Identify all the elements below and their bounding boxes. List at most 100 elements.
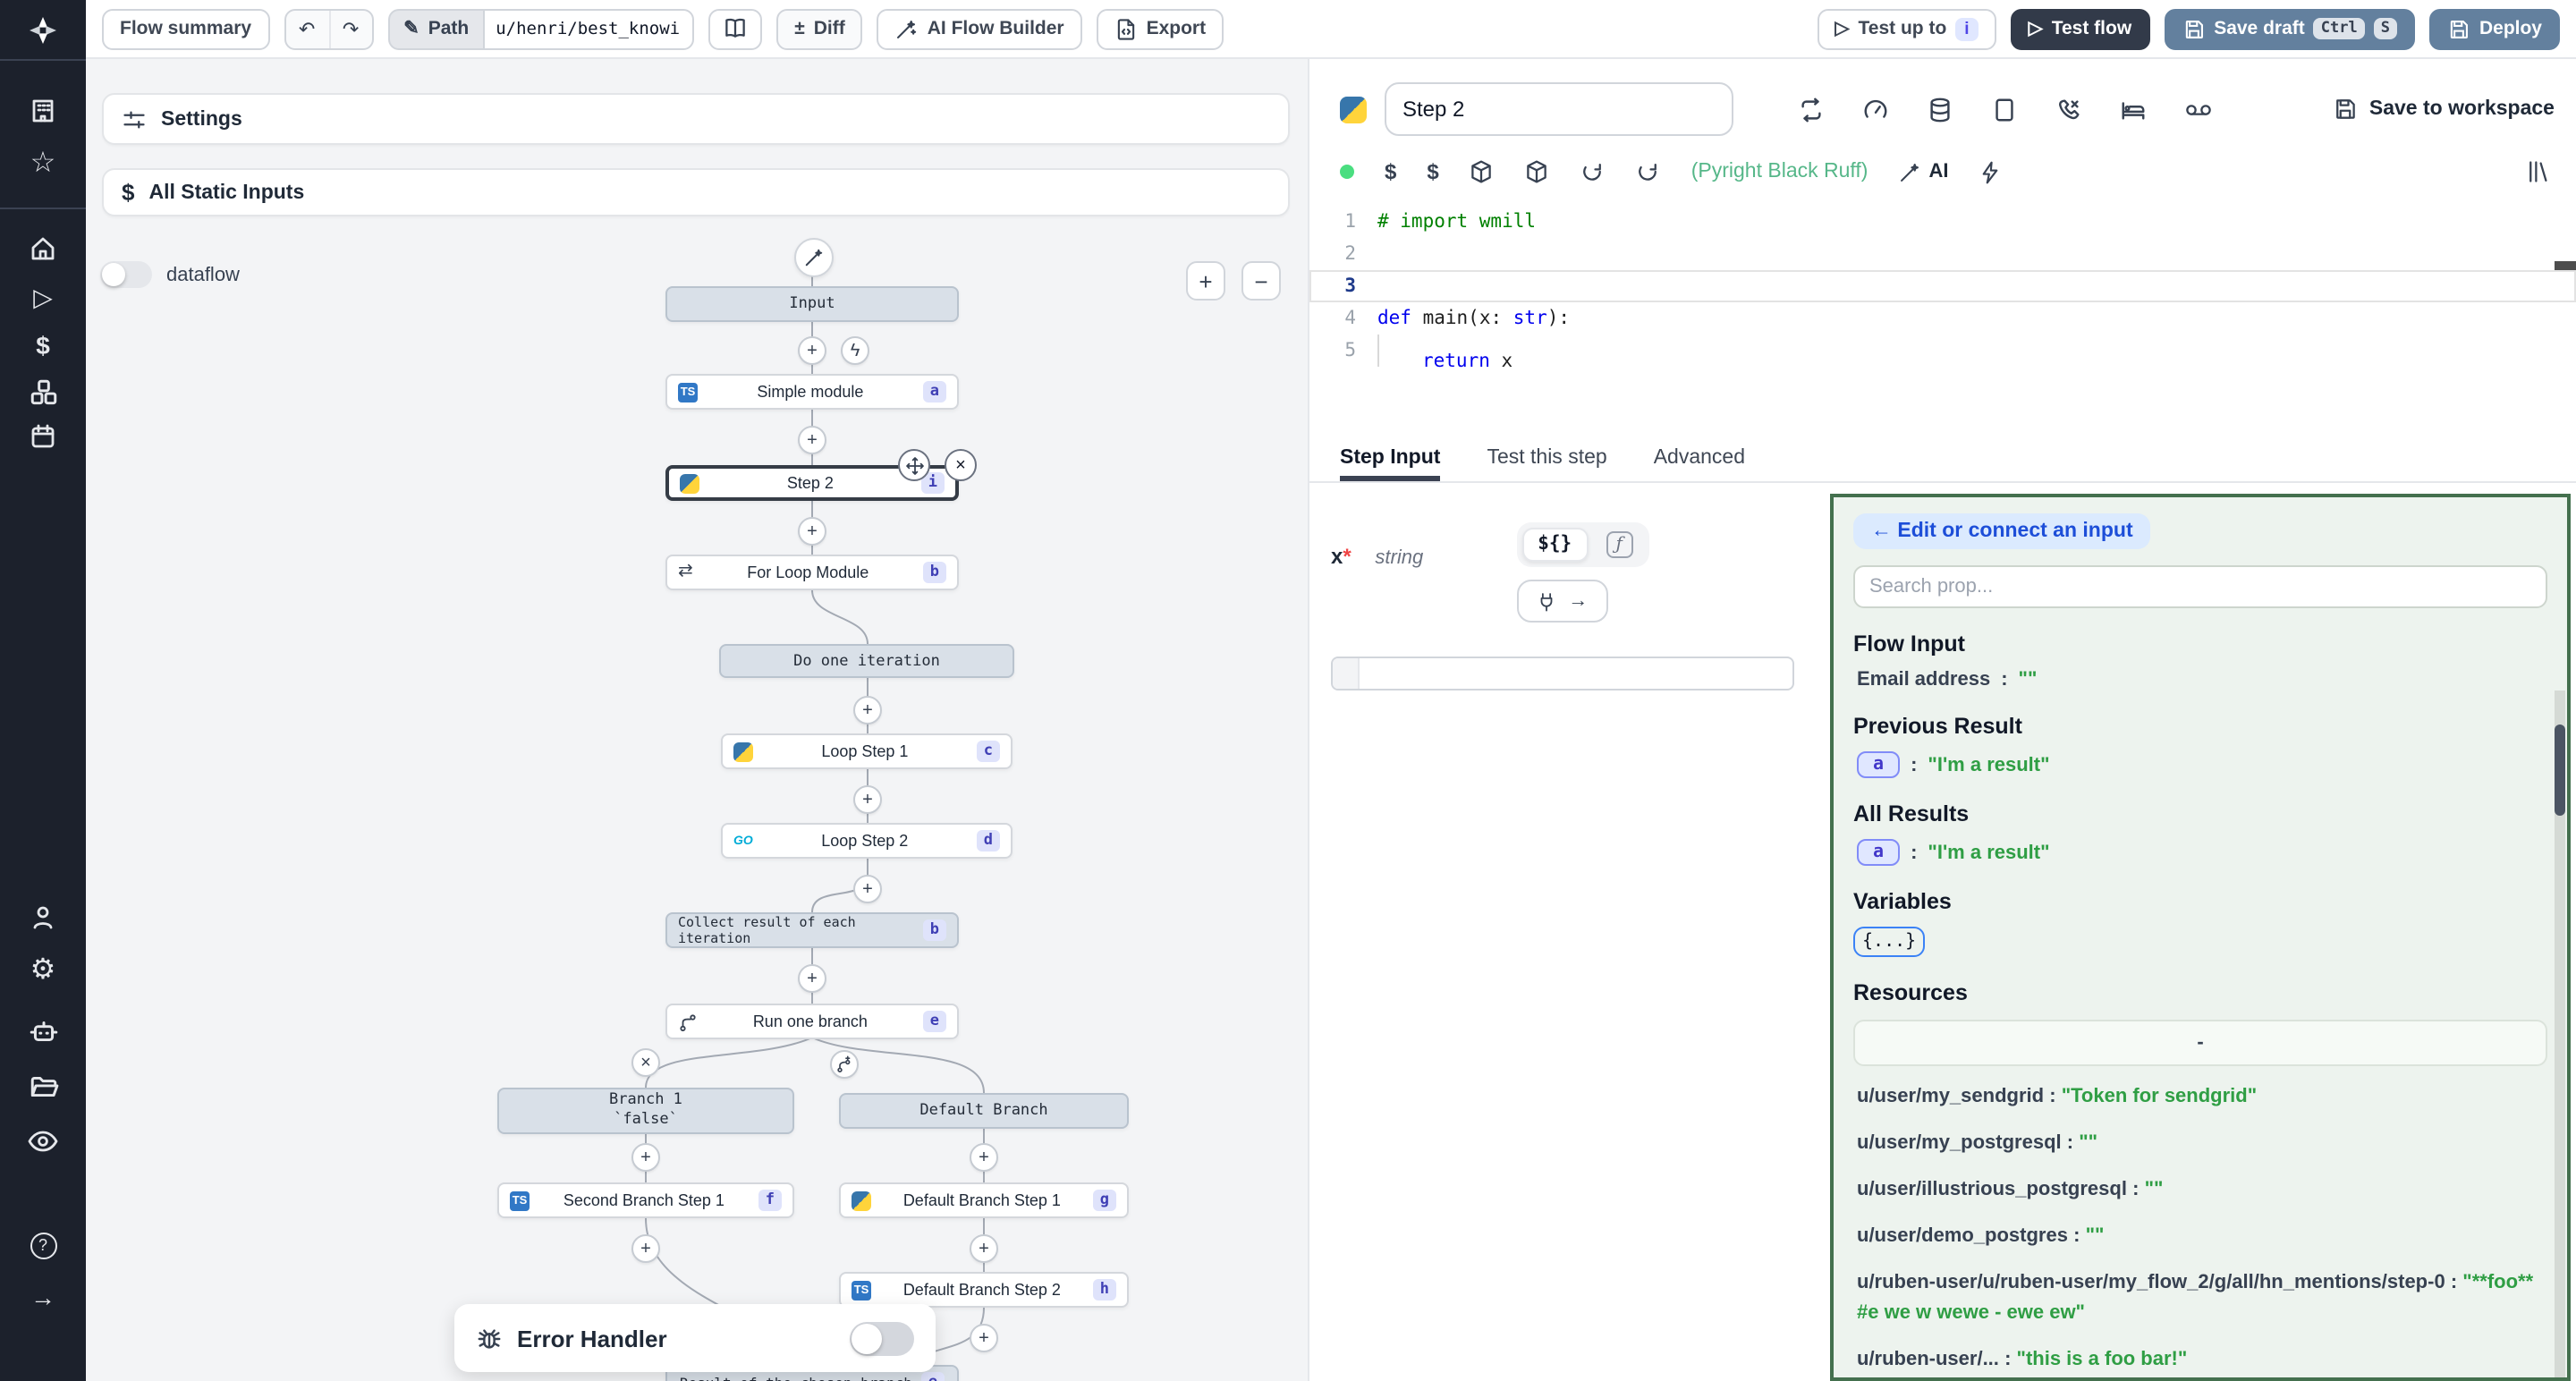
flow-node-loop-step-1[interactable]: Loop Step 1 c [721, 733, 1013, 769]
add-step-button[interactable]: + [631, 1143, 660, 1172]
docs-book-button[interactable] [708, 8, 763, 49]
path-label[interactable]: ✎ Path [387, 8, 484, 49]
code-editor[interactable]: 1 # import wmill 2 3 4 def main(x: str): [1309, 199, 2576, 433]
fn-mode-button[interactable]: ƒ [1595, 528, 1643, 562]
folders-folder-icon[interactable] [0, 1072, 86, 1102]
flow-node-loop-step-2[interactable]: GO Loop Step 2 d [721, 823, 1013, 859]
audit-eye-icon[interactable] [0, 1127, 86, 1156]
add-branch-button[interactable] [830, 1050, 859, 1079]
tab-test-this-step[interactable]: Test this step [1487, 446, 1607, 468]
workers-robot-icon[interactable] [0, 1016, 86, 1046]
remove-branch-button[interactable]: × [631, 1048, 660, 1077]
add-step-button[interactable]: + [970, 1143, 998, 1172]
add-step-button[interactable]: + [798, 964, 826, 993]
tab-step-input[interactable]: Step Input [1340, 433, 1440, 481]
resource-row[interactable]: u/user/demo_postgres : "" [1857, 1225, 2105, 1248]
help-icon[interactable]: ? [0, 1233, 86, 1259]
package-icon[interactable] [1470, 159, 1495, 184]
export-button[interactable]: Export [1096, 8, 1224, 49]
voicemail-suspend-icon[interactable] [2184, 97, 2213, 121]
settings-bar[interactable]: Settings [102, 93, 1290, 145]
resource-row[interactable]: u/user/illustrious_postgresql : "" [1857, 1179, 2164, 1201]
trigger-lightning-button[interactable]: ϟ [841, 336, 869, 365]
previous-result-row[interactable]: a : "I'm a result" [1853, 751, 2547, 778]
connect-input-button[interactable]: → [1516, 580, 1608, 623]
flow-node-do-one-iteration[interactable]: Do one iteration [719, 644, 1014, 678]
all-results-row[interactable]: a : "I'm a result" [1853, 839, 2547, 866]
retry-icon[interactable] [1798, 96, 1825, 123]
save-to-workspace-button[interactable]: Save to workspace [2334, 97, 2555, 122]
flow-node-run-one-branch[interactable]: Run one branch e [665, 1004, 959, 1039]
dataflow-toggle[interactable] [100, 261, 152, 288]
add-step-button[interactable]: + [798, 336, 826, 365]
add-step-button[interactable]: + [970, 1234, 998, 1263]
add-step-button[interactable]: + [853, 875, 882, 903]
variables-object-badge[interactable]: {...} [1853, 927, 1926, 957]
user-person-icon[interactable] [0, 903, 86, 932]
add-step-button[interactable]: + [798, 517, 826, 546]
zoom-in-button[interactable]: + [1186, 261, 1225, 301]
settings-gear-icon[interactable]: ⚙ [30, 955, 56, 986]
windmill-logo-icon[interactable] [0, 13, 86, 48]
package-icon[interactable] [1525, 159, 1550, 184]
flow-node-for-loop[interactable]: ⇄ For Loop Module b [665, 555, 959, 590]
flow-input-row[interactable]: Email address : "" [1857, 669, 2038, 690]
database-cache-icon[interactable] [1927, 96, 1953, 123]
diff-button[interactable]: ± Diff [776, 8, 863, 49]
resource-row[interactable]: u/ruben-user/... : "this is a foo bar!" [1857, 1349, 2188, 1371]
sleep-bed-icon[interactable] [2120, 96, 2147, 123]
flow-graph-canvas[interactable]: Input + ϟ TS Simple module a + Step 2 i [86, 59, 1308, 1381]
delete-step-button[interactable]: × [945, 449, 977, 481]
deploy-button[interactable]: Deploy [2428, 8, 2560, 49]
template-mode-button[interactable]: ${} [1521, 528, 1589, 562]
variables-dollar-icon[interactable]: $ [1385, 159, 1397, 184]
flow-node-branch-1[interactable]: Branch 1 `false` [497, 1088, 794, 1134]
add-step-button[interactable]: + [853, 696, 882, 724]
expand-sidebar-arrow-icon[interactable]: → [30, 1283, 55, 1311]
flow-node-simple-module[interactable]: TS Simple module a [665, 374, 959, 410]
variables-dollar-icon[interactable]: $ [36, 331, 50, 360]
test-up-to-button[interactable]: ▷ Test up to i [1817, 8, 1996, 49]
mock-square-icon[interactable] [1991, 96, 2018, 123]
flow-node-second-branch-step-1[interactable]: TS Second Branch Step 1 f [497, 1182, 794, 1218]
search-prop-input[interactable] [1853, 565, 2547, 608]
path-input[interactable] [483, 8, 695, 49]
assistants-status[interactable]: (Pyright Black Ruff) [1690, 161, 1868, 182]
flow-node-default-branch[interactable]: Default Branch [839, 1093, 1129, 1129]
edit-or-connect-button[interactable]: ← Edit or connect an input [1853, 513, 2151, 549]
resource-row[interactable]: u/ruben-user/u/ruben-user/my_flow_2/g/al… [1857, 1272, 2534, 1325]
add-step-button[interactable]: + [853, 785, 882, 814]
flow-summary-button[interactable]: Flow summary [102, 8, 270, 49]
arg-value-input[interactable] [1331, 657, 1794, 690]
save-draft-button[interactable]: Save draft Ctrl S [2164, 8, 2415, 49]
resources-cubes-icon[interactable] [0, 377, 86, 408]
schedules-calendar-icon[interactable] [0, 422, 86, 451]
add-step-button[interactable]: + [798, 426, 826, 454]
phone-early-stop-icon[interactable] [2055, 96, 2082, 123]
gauge-icon[interactable] [1862, 96, 1889, 123]
flow-node-input[interactable]: Input [665, 286, 959, 322]
add-step-button[interactable]: + [631, 1234, 660, 1263]
library-icon[interactable] [2526, 159, 2551, 184]
resources-dollar-icon[interactable]: $ [1427, 159, 1439, 184]
favorites-star-icon[interactable]: ☆ [30, 148, 56, 179]
ai-gen-button[interactable]: AI [1898, 160, 1948, 183]
resource-row[interactable]: u/user/my_sendgrid : "Token for sendgrid… [1857, 1086, 2258, 1107]
picker-scrollbar-thumb[interactable] [2555, 724, 2565, 816]
picker-scrollbar-track[interactable] [2555, 690, 2565, 1377]
editor-scrollbar-thumb[interactable] [2555, 261, 2576, 270]
step-title-input[interactable] [1385, 82, 1733, 136]
runs-play-icon[interactable]: ▷ [33, 283, 53, 311]
zoom-out-button[interactable]: − [1241, 261, 1281, 301]
test-flow-button[interactable]: ▷ Test flow [2010, 8, 2150, 49]
reload-icon[interactable] [1580, 159, 1606, 184]
flow-node-default-branch-step-1[interactable]: Default Branch Step 1 g [839, 1182, 1129, 1218]
ai-flow-builder-button[interactable]: AI Flow Builder [877, 8, 1082, 49]
lightning-icon[interactable] [1979, 160, 2002, 183]
add-step-button[interactable]: + [970, 1324, 998, 1352]
flow-node-collect-result[interactable]: Collect result of each iteration b [665, 912, 959, 948]
error-handler-toggle[interactable] [850, 1321, 914, 1355]
move-step-button[interactable] [898, 449, 930, 481]
ai-wand-button[interactable] [794, 238, 834, 277]
flow-node-step-2[interactable]: Step 2 i [665, 465, 959, 501]
